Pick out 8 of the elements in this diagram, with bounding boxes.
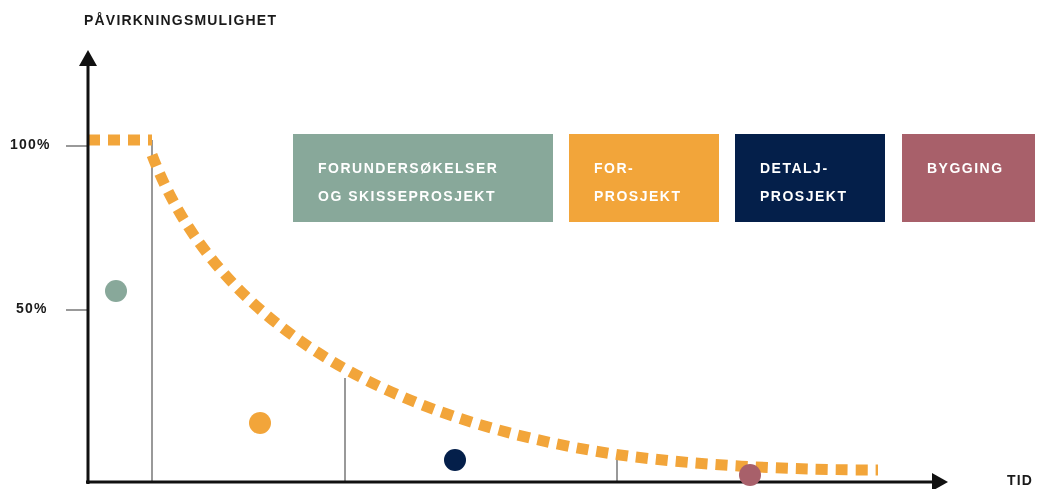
legend-label: FORUNDERSØKELSER OG SKISSEPROSJEKT bbox=[318, 159, 500, 206]
legend-label: FOR-PROSJEKT bbox=[594, 159, 683, 206]
tick-label: 50% bbox=[16, 300, 48, 316]
axis-title: TID bbox=[1007, 472, 1034, 488]
axis-title: PÅVIRKNINGSMULIGHET bbox=[84, 12, 278, 28]
tick-label: 100% bbox=[10, 136, 51, 152]
legend-label: BYGGING bbox=[927, 159, 1005, 178]
legend-label: DETALJ-PROSJEKT bbox=[760, 159, 849, 206]
